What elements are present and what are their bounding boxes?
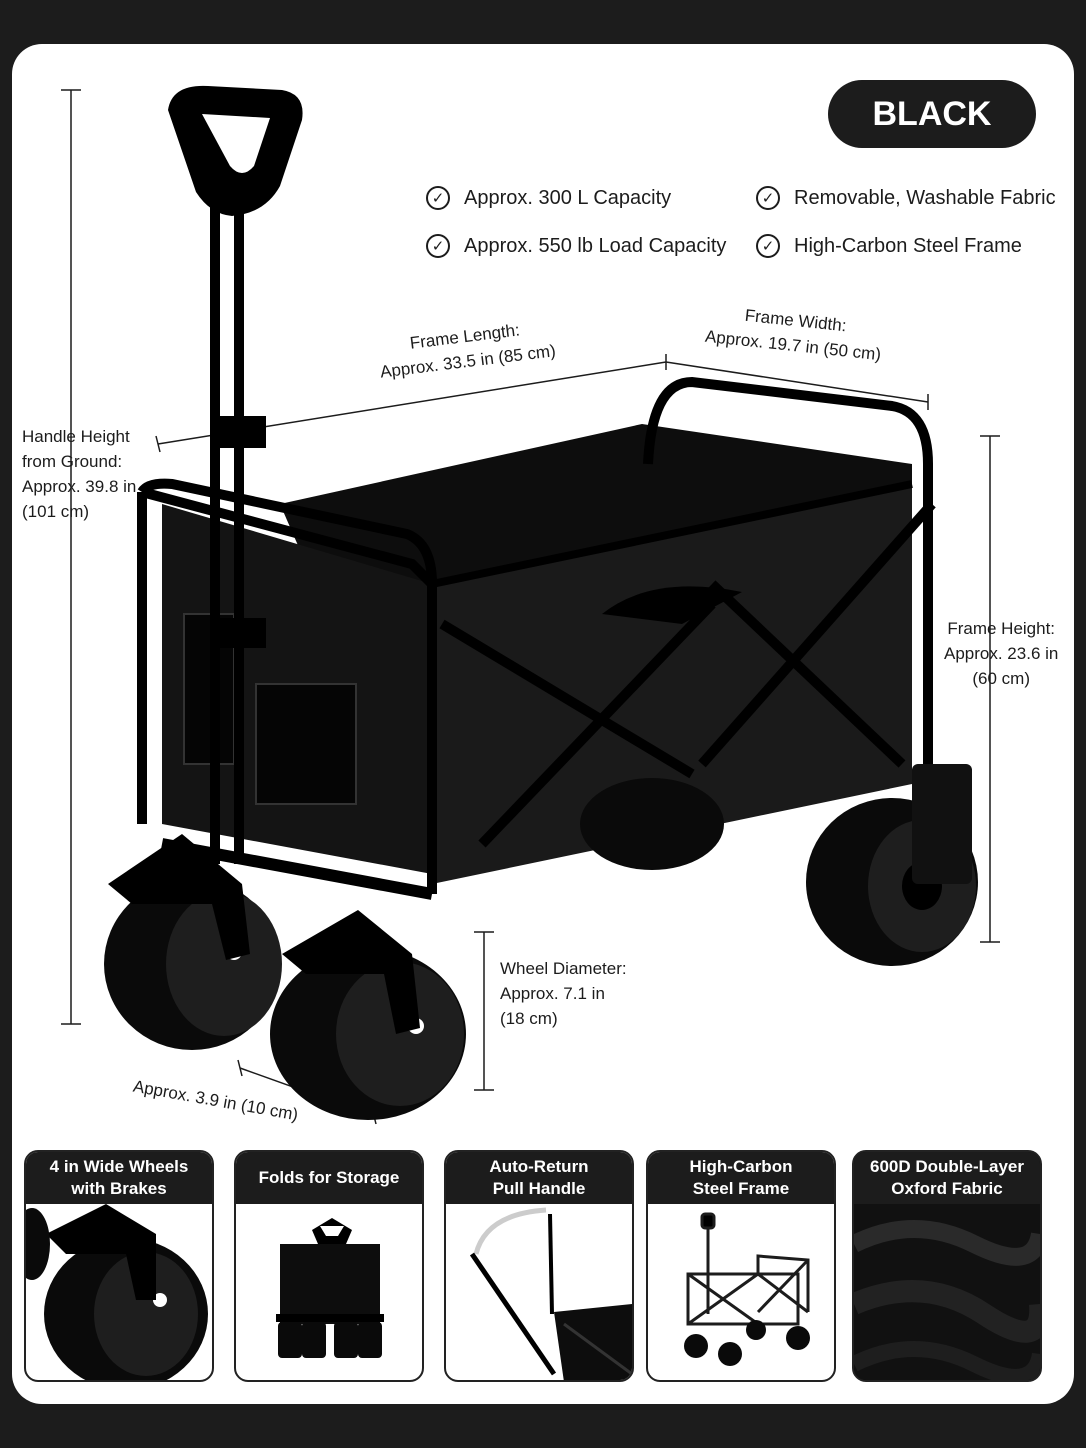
wheel-diameter-label: Wheel Diameter: Approx. 7.1 in (18 cm) <box>500 959 627 1028</box>
check-circle-icon: ✓ <box>426 234 450 258</box>
pull-handle <box>168 85 303 864</box>
check-circle-icon: ✓ <box>426 186 450 210</box>
feature-fabric: ✓ Removable, Washable Fabric <box>756 186 1056 210</box>
thumb-title: Folds for Storage <box>236 1152 422 1204</box>
wagon-body <box>137 376 936 900</box>
fabric-texture-image <box>854 1204 1040 1380</box>
feature-capacity: ✓ Approx. 300 L Capacity <box>426 186 671 210</box>
feature-label: High-Carbon Steel Frame <box>794 234 1022 257</box>
check-circle-icon: ✓ <box>756 186 780 210</box>
thumb-folds: Folds for Storage <box>234 1150 424 1382</box>
folded-wagon-image <box>276 1218 384 1358</box>
steel-frame-image <box>684 1212 810 1366</box>
product-card: BLACK ✓ Approx. 300 L Capacity ✓ Removab… <box>12 44 1074 1404</box>
feature-load: ✓ Approx. 550 lb Load Capacity <box>426 234 726 258</box>
feature-label: Approx. 550 lb Load Capacity <box>464 234 727 257</box>
check-circle-icon: ✓ <box>756 234 780 258</box>
back-right-wheel <box>806 764 978 966</box>
color-badge: BLACK <box>828 80 1036 148</box>
wheel-closeup-image <box>26 1204 208 1380</box>
handle-motion-image <box>469 1207 632 1380</box>
feature-frame: ✓ High-Carbon Steel Frame <box>756 234 1022 258</box>
front-right-wheel <box>270 910 466 1120</box>
feature-label: Removable, Washable Fabric <box>794 186 1056 209</box>
frame-height-label: Frame Height: Approx. 23.6 in (60 cm) <box>944 619 1059 688</box>
wheels <box>104 764 978 1120</box>
wagon-illustration <box>61 85 1000 1125</box>
back-left-wheel <box>580 778 724 870</box>
handle-height-label: Handle Height from Ground: Approx. 39.8 … <box>22 427 137 521</box>
front-left-wheel <box>104 834 282 1050</box>
feature-label: Approx. 300 L Capacity <box>464 186 672 209</box>
